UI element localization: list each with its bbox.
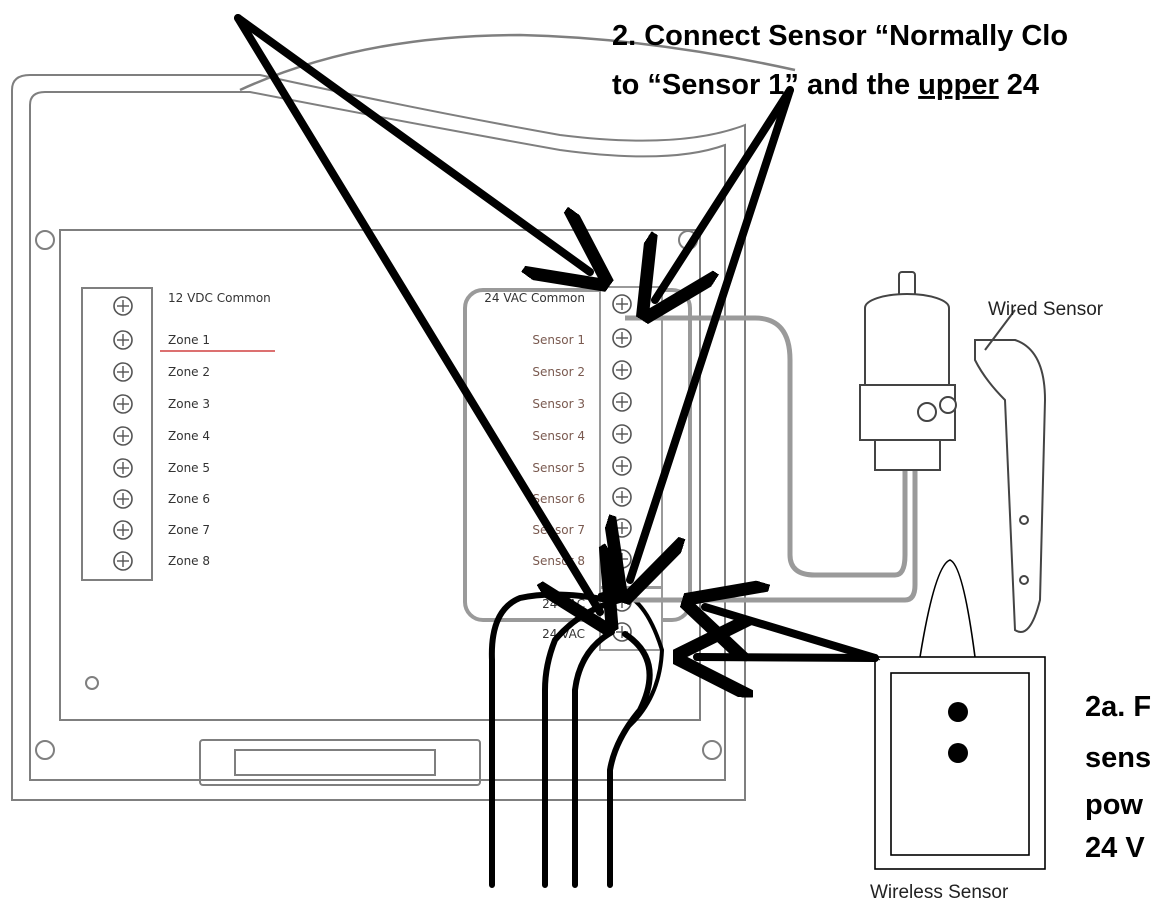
terminal-screw-left-2: [113, 330, 133, 350]
terminal-screw-right-5: [612, 424, 632, 444]
terminal-label-sensor-6: Sensor 6: [532, 492, 585, 506]
terminal-screw-left-6: [113, 458, 133, 478]
terminal-screw-right-4: [612, 392, 632, 412]
terminal-label-sensor-3: Sensor 3: [532, 397, 585, 411]
terminal-label-zone-1: Zone 1: [168, 333, 210, 347]
terminal-screw-left-9: [113, 551, 133, 571]
step-2a-line-2: sens: [1085, 742, 1151, 774]
terminal-label-sensor-5: Sensor 5: [532, 461, 585, 475]
terminal-label-sensor-2: Sensor 2: [532, 365, 585, 379]
terminal-label-24vac-upper: 24 VAC: [542, 597, 585, 611]
wired-sensor-cable: [625, 315, 908, 578]
terminal-screw-left-8: [113, 520, 133, 540]
wireless-sensor-device: [874, 559, 1046, 870]
terminal-screw-left-5: [113, 426, 133, 446]
terminal-screw-left-7: [113, 489, 133, 509]
annotation-arrows: [234, 14, 879, 658]
step-2-line-1: 2. Connect Sensor “Normally Clo: [612, 20, 1068, 52]
terminal-label-sensor-1: Sensor 1: [532, 333, 585, 347]
step-2a-instruction: 2a. F sens pow 24 V: [1085, 691, 1151, 864]
step-2a-line-4: 24 V: [1085, 832, 1145, 864]
wireless-sensor-label: Wireless Sensor: [870, 882, 1009, 903]
terminal-screw-right-6: [612, 456, 632, 476]
terminal-label-zone-6: Zone 6: [168, 492, 210, 506]
left-terminal-labels: 12 VDC Common Zone 1 Zone 2 Zone 3 Zone …: [168, 291, 271, 568]
terminal-label-zone-5: Zone 5: [168, 461, 210, 475]
terminal-label-zone-8: Zone 8: [168, 554, 210, 568]
wired-sensor-label: Wired Sensor: [988, 299, 1104, 320]
step-2-line-2-part-1: to “Sensor 1” and the: [612, 69, 918, 101]
terminal-screw-left-1: [113, 296, 133, 316]
terminal-label-sensor-8: Sensor 8: [532, 554, 585, 568]
terminal-label-24vac-common: 24 VAC Common: [484, 291, 585, 305]
left-terminal-screws: [113, 296, 133, 571]
terminal-screw-left-3: [113, 362, 133, 382]
step-2-instruction: 2. Connect Sensor “Normally Clo to “Sens…: [612, 20, 1068, 101]
step-2-line-2: to “Sensor 1” and the upper 24: [612, 69, 1039, 101]
terminal-screw-right-9: [612, 549, 632, 569]
step-2-line-2-underlined: upper: [918, 69, 999, 101]
terminal-label-zone-3: Zone 3: [168, 397, 210, 411]
step-2a-line-1: 2a. F: [1085, 691, 1151, 723]
terminal-label-sensor-7: Sensor 7: [532, 523, 585, 537]
wired-sensor-cable-lower: [625, 460, 918, 603]
step-2-line-2-part-2: 24: [999, 69, 1039, 101]
step-2a-line-3: pow: [1085, 789, 1143, 821]
terminal-screw-right-2: [612, 328, 632, 348]
terminal-label-12vdc: 12 VDC Common: [168, 291, 271, 305]
terminal-label-zone-2: Zone 2: [168, 365, 210, 379]
terminal-label-zone-4: Zone 4: [168, 429, 210, 443]
terminal-screw-left-4: [113, 394, 133, 414]
terminal-screw-right-8: [612, 518, 632, 538]
terminal-screw-right-7: [612, 487, 632, 507]
terminal-screw-right-1: [612, 294, 632, 314]
terminal-screw-right-3: [612, 360, 632, 380]
terminal-label-sensor-4: Sensor 4: [532, 429, 585, 443]
right-terminal-labels: 24 VAC Common Sensor 1 Sensor 2 Sensor 3…: [484, 291, 585, 641]
wired-sensor-device: [859, 271, 1047, 633]
terminal-label-zone-7: Zone 7: [168, 523, 210, 537]
